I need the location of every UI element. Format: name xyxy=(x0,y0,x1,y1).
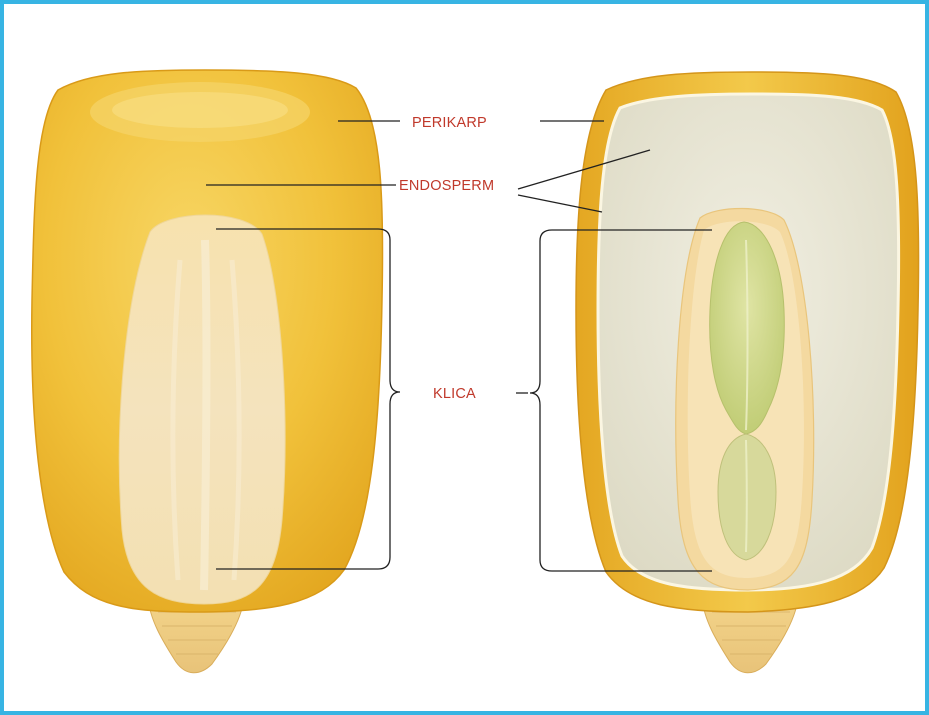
right-kernel xyxy=(576,72,919,673)
label-pericarp: PERIKARP xyxy=(412,115,487,131)
left-kernel xyxy=(32,70,383,673)
label-germ: KLICA xyxy=(433,386,476,402)
label-endosperm: ENDOSPERM xyxy=(399,178,494,194)
